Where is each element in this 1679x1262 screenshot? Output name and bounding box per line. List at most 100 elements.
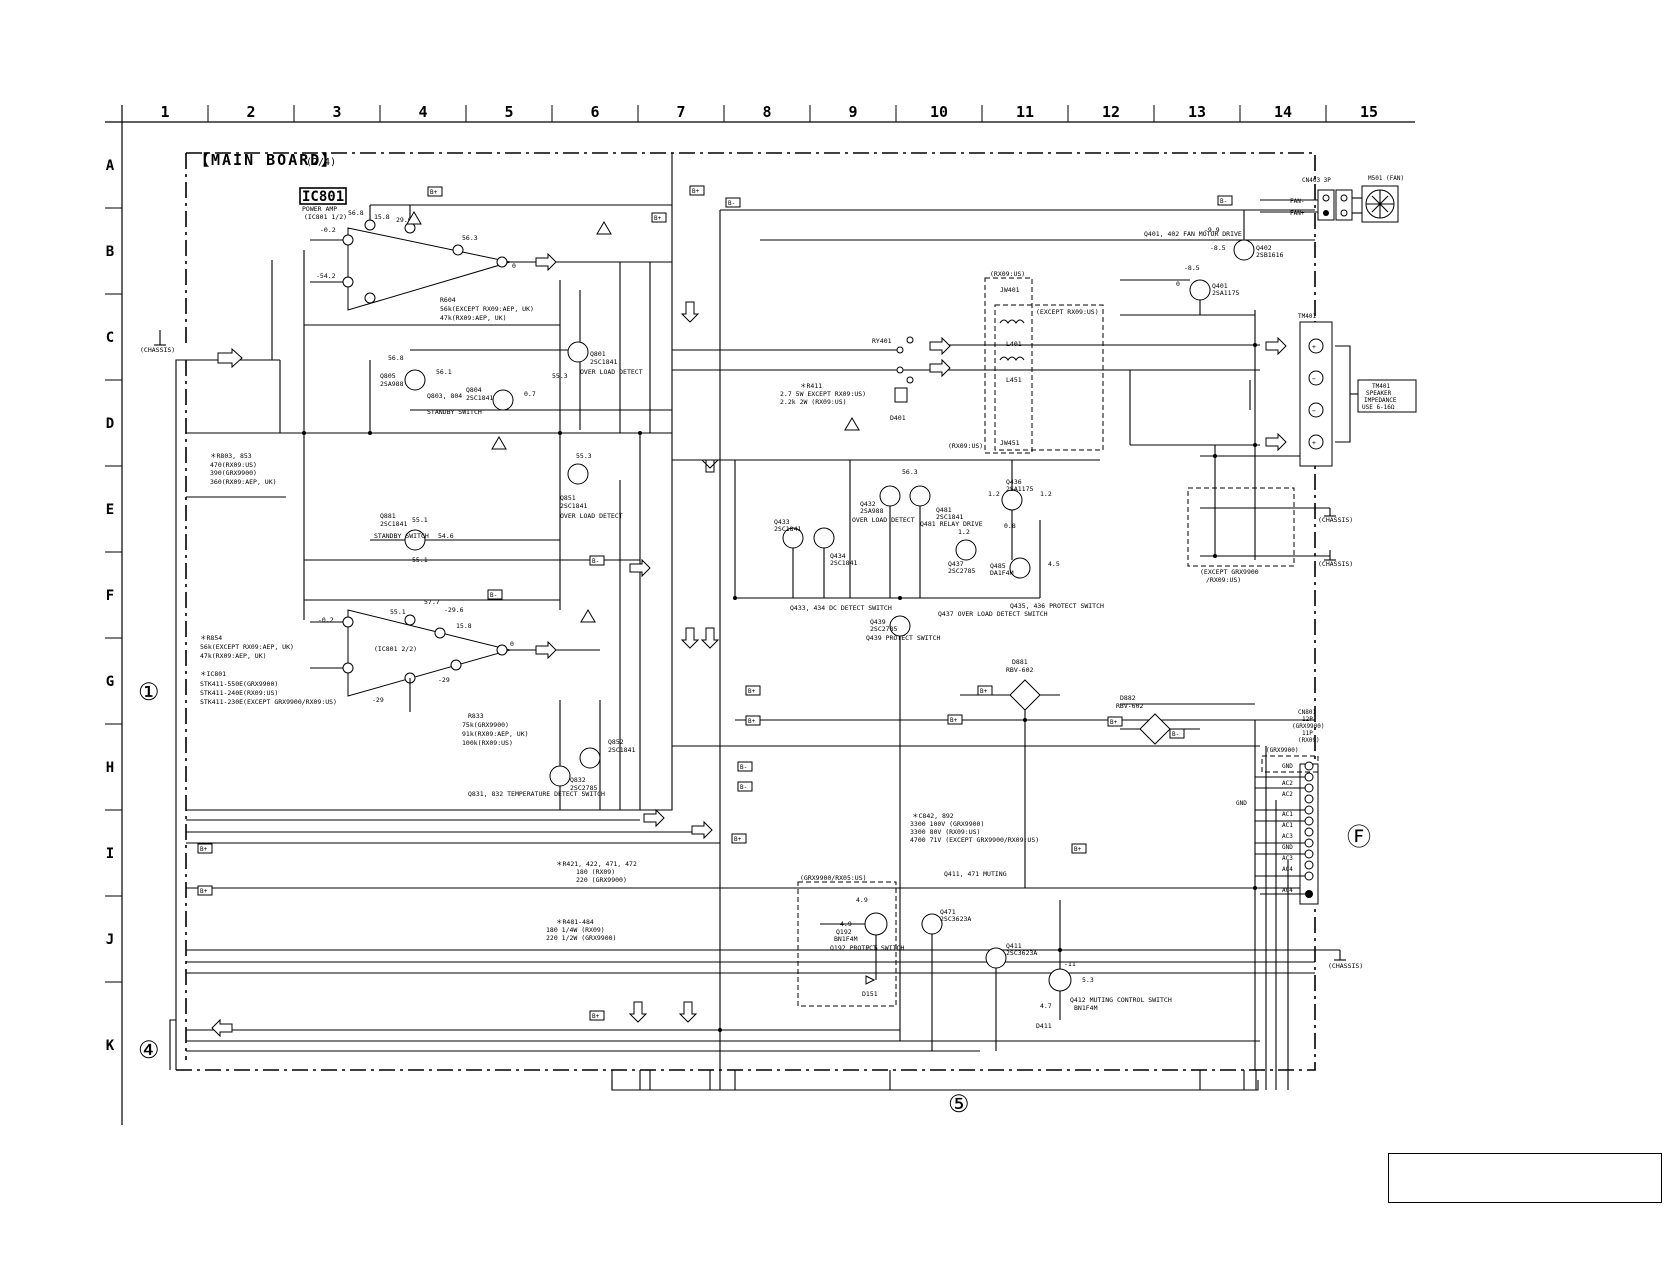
row-B: B [106,244,114,260]
svg-text:470(RX09:US): 470(RX09:US) [210,461,257,469]
svg-text:M501 (FAN): M501 (FAN) [1368,175,1404,182]
svg-text:3300 80V (RX09:US): 3300 80V (RX09:US) [910,828,980,836]
svg-text:Q831, 832 TEMPERATURE DETECT S: Q831, 832 TEMPERATURE DETECT SWITCH [468,790,605,798]
row-H: H [106,760,114,776]
svg-text:(GRX9900): (GRX9900) [1292,723,1325,730]
svg-text:TM401: TM401 [1372,383,1390,390]
row-F: F [106,588,114,604]
circled-one: ① [138,678,160,706]
board-page: (2/4) [306,157,336,168]
svg-text:B-: B- [740,784,747,791]
svg-text:2SB1616: 2SB1616 [1256,251,1283,259]
svg-text:−: − [1312,375,1316,383]
svg-text:4.9: 4.9 [840,920,852,928]
svg-text:0.8: 0.8 [1004,522,1016,530]
voltage-labels-upper: 56.8 15.8 29.6 56.3 -0.2 -54.2 0 56.8 56… [316,209,592,704]
speaker-terminal-tm401: + − − + TM401 SPEAKER IMPEDANCE USE 6-16… [1298,313,1417,467]
svg-text:55.3: 55.3 [576,452,592,460]
svg-text:RBV-602: RBV-602 [1116,702,1143,710]
board-outline [176,152,1316,1071]
q192-box [797,881,897,1007]
rx09us-box [984,277,1033,454]
svg-text:(EXCEPT RX09:US): (EXCEPT RX09:US) [1036,308,1099,316]
svg-text:2SC2785: 2SC2785 [870,625,897,633]
svg-text:220 1/2W (GRX9900): 220 1/2W (GRX9900) [546,934,616,942]
svg-text:56k(EXCEPT RX09:AEP, UK): 56k(EXCEPT RX09:AEP, UK) [440,305,534,313]
svg-text:CN801: CN801 [1298,709,1316,716]
svg-text:54.6: 54.6 [438,532,454,540]
ic801-lower-amp [310,609,530,697]
col-13: 13 [1188,103,1206,121]
svg-text:B+: B+ [430,189,438,196]
svg-text:2SC1841: 2SC1841 [590,358,617,366]
svg-text:Q433: Q433 [774,518,790,526]
svg-text:(RX09:US): (RX09:US) [948,442,983,450]
svg-text:180 1/4W (RX09): 180 1/4W (RX09) [546,926,605,934]
col-8: 8 [762,103,771,121]
svg-text:2SC2785: 2SC2785 [948,567,975,575]
svg-text:Q434: Q434 [830,552,846,560]
svg-text:(CHASSIS): (CHASSIS) [1328,962,1363,970]
protect-section-transistors [782,460,1031,1041]
svg-text:OVER LOAD DETECT: OVER LOAD DETECT [580,368,643,376]
row-C: C [106,330,114,346]
relay-ry401: RY401 D401 [872,336,914,422]
svg-text:−: − [1312,407,1316,415]
svg-text:Q851: Q851 [560,494,576,502]
col-7: 7 [676,103,685,121]
svg-text:/RX09:US): /RX09:US) [1206,576,1241,584]
svg-text:(RX09:US): (RX09:US) [990,270,1025,278]
svg-text:(CHASSIS): (CHASSIS) [1318,560,1353,568]
svg-text:-8.5: -8.5 [1210,244,1226,252]
svg-text:BN1F4M: BN1F4M [1074,1004,1098,1012]
svg-text:57.7: 57.7 [424,598,440,606]
svg-text:Q411, 471 MUTING: Q411, 471 MUTING [944,870,1007,878]
svg-text:B-: B- [728,200,735,207]
svg-text:56.3: 56.3 [462,234,478,242]
note-c842: ＊C842, 892 3300 100V (GRX9900) 3300 80V … [910,812,1039,844]
svg-text:R604: R604 [440,296,456,304]
col-12: 12 [1102,103,1120,121]
svg-text:Q437 OVER LOAD DETECT SWITCH: Q437 OVER LOAD DETECT SWITCH [938,610,1048,618]
svg-text:91k(RX09:AEP, UK): 91k(RX09:AEP, UK) [462,730,529,738]
upper-amp-transistors [404,341,601,787]
svg-text:GND: GND [1282,844,1293,851]
board-title: 【MAIN BOARD】 [194,151,338,169]
note-r481: ＊R481-484 180 1/4W (RX09) 220 1/2W (GRX9… [546,918,616,942]
svg-text:1.2: 1.2 [988,490,1000,498]
row-G: G [106,674,114,690]
svg-text:1.2: 1.2 [958,528,970,536]
svg-text:AC1: AC1 [1282,822,1293,829]
svg-text:75k(GRX9900): 75k(GRX9900) [462,721,509,729]
svg-text:(CHASSIS): (CHASSIS) [1318,516,1353,524]
connector-cn801-pins [1255,761,1314,898]
row-A: A [106,158,115,174]
grid-frame: 1 2 3 4 5 6 7 8 9 10 11 12 13 14 15 A B … [105,103,1415,1125]
svg-text:55.3: 55.3 [552,372,568,380]
svg-text:Q402: Q402 [1256,244,1272,252]
note-r604: R604 56k(EXCEPT RX09:AEP, UK) 47k(RX09:A… [440,296,534,322]
ic801-upper-amp [310,205,530,311]
svg-text:2SC1841: 2SC1841 [380,520,407,528]
upper-amp-wiring [271,204,672,810]
svg-text:2SA1175: 2SA1175 [1006,485,1033,493]
svg-text:2.7 5W EXCEPT RX09:US): 2.7 5W EXCEPT RX09:US) [780,390,866,398]
svg-text:RY401: RY401 [872,337,892,345]
q192-section: (GRX9900/RX05:US) Q192 BN1F4M Q192 PROTE… [800,874,904,998]
svg-text:2SC1841: 2SC1841 [466,394,493,402]
note-r854: ＊R854 56k(EXCEPT RX09:AEP, UK) 47k(RX09:… [200,634,294,660]
svg-text:390(GRX9900): 390(GRX9900) [210,469,257,477]
svg-text:Q803, 804: Q803, 804 [427,392,462,400]
svg-text:Q437: Q437 [948,560,964,568]
muting-section [921,900,1072,1051]
svg-text:15.8: 15.8 [374,213,390,221]
svg-text:11P: 11P [1302,730,1313,737]
svg-text:AC2: AC2 [1282,780,1293,787]
svg-text:DA1F4M: DA1F4M [990,569,1014,577]
svg-text:FAN-: FAN- [1290,198,1304,205]
svg-text:STK411-550E(GRX9900): STK411-550E(GRX9900) [200,680,278,688]
chassis-right-symbols [1200,507,1346,961]
svg-text:＊R411: ＊R411 [800,382,822,390]
svg-text:STANDBY SWITCH: STANDBY SWITCH [374,532,429,540]
